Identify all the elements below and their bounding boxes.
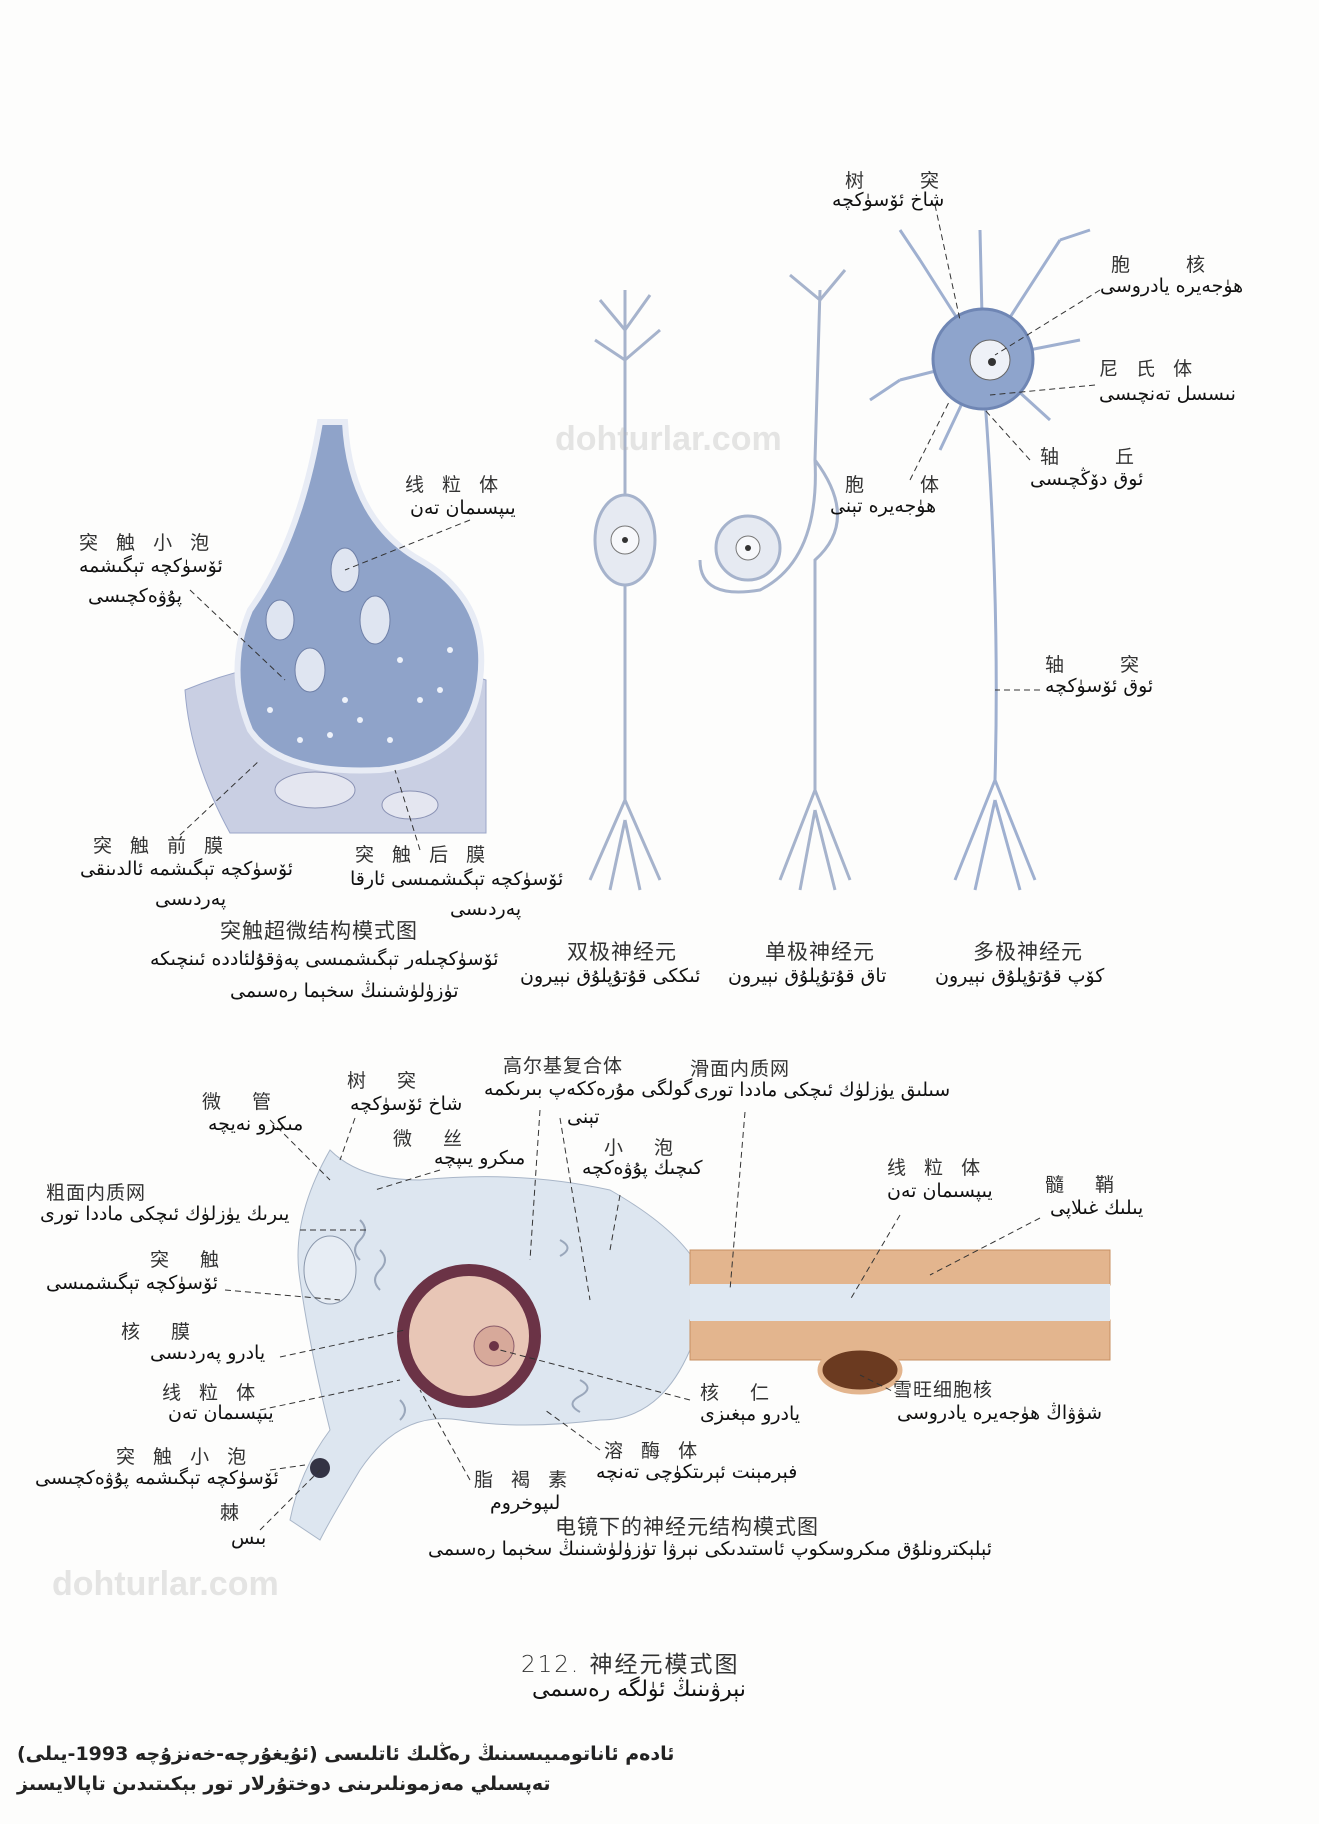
label-nissl-zh: 尼 氏 体 (1099, 358, 1199, 380)
label-myelin-ug: يىلىك غىلاپى (1050, 1197, 1144, 1219)
multipolar-caption-ug: كۆپ قۇتۇپلۇق نېيرون (935, 965, 1105, 987)
label-em-synapse-zh: 突 触 (150, 1249, 226, 1271)
multipolar-neuron (869, 228, 1091, 891)
label-dendrite-zh: 树 突 (845, 170, 946, 192)
bipolar-neuron (588, 290, 662, 891)
label-mitochondrion-zh: 线 粒 体 (405, 474, 505, 496)
figure-title-ug: نېرۋىنىڭ ئۈلگە رەسىمى (532, 1677, 746, 1702)
label-soma-zh: 胞 体 (845, 474, 946, 496)
synapse-diagram (179, 419, 487, 851)
watermark: dohturlar.com (555, 420, 782, 458)
label-microtubule-ug: مىكرو نەيچە (208, 1113, 304, 1135)
bipolar-caption-ug: ئىككى قۇتۇپلۇق نېيرون (520, 965, 701, 987)
label-postsynaptic-ug: پەردىسى (450, 898, 522, 920)
label-rough-er-ug: يىرىك يۈزلۈك ئىچكى ماددا تورى (40, 1203, 290, 1225)
synapse-caption-ug: تۈزۈلۈشىنىڭ سخېما رەسىمى (230, 980, 459, 1002)
label-small-vesicle-ug: كىچىك پۇۋەكچە (582, 1157, 703, 1179)
em-caption-ug: ئېلېكترونلۇق مىكروسكوپ ئاستىدىكى نېرۋا ت… (428, 1538, 992, 1560)
label-rough-er-zh: 粗面内质网 (46, 1182, 147, 1204)
label-em-dendrite-zh: 树 突 (347, 1070, 423, 1092)
label-axon-mito-zh: 线 粒 体 (887, 1157, 987, 1179)
unipolar-caption-zh: 单极神经元 (765, 940, 875, 964)
label-golgi-ug: گولگى مۇرەككەپ بىرىكمە (484, 1078, 693, 1100)
footer-note: تەپسىلي مەزمونلىرىنى دوختۇرلار تور بېكىت… (17, 1773, 551, 1795)
label-lipofuscin-zh: 脂 褐 素 (474, 1469, 574, 1491)
label-em-mitochondrion-zh: 线 粒 体 (162, 1382, 262, 1404)
bipolar-caption-zh: 双极神经元 (567, 940, 677, 964)
label-dendrite-ug: شاخ ئۆسۈكچە (832, 189, 945, 211)
label-nuclear-membrane-ug: يادرو پەردىسى (150, 1342, 266, 1364)
label-lysosome-zh: 溶 酶 体 (604, 1440, 704, 1462)
label-mitochondrion-ug: يىپسىمان تەن (410, 497, 516, 519)
label-synaptic-vesicle-ug: ئۆسۈكچە تېگىشمە پۇۋەكچىسى (35, 1467, 279, 1489)
unipolar-neuron (698, 269, 852, 891)
label-vesicle-zh: 突 触 小 泡 (79, 532, 216, 554)
label-microtubule-zh: 微 管 (202, 1091, 278, 1113)
watermark: dohturlar.com (52, 1565, 279, 1603)
label-nucleolus-zh: 核 仁 (700, 1382, 776, 1404)
label-nissl-ug: نىسسل تەنچىسى (1099, 383, 1236, 405)
label-golgi-ug: تېنى (567, 1106, 600, 1128)
footer-source: ئادەم ئاناتومىيىسىنىڭ رەڭلىك ئاتلىسى (ئۇ… (17, 1743, 675, 1765)
label-postsynaptic-zh: 突 触 后 膜 (355, 844, 492, 866)
label-soma-ug: ھۈجەيرە تېنى (830, 495, 937, 517)
label-synaptic-vesicle-zh: 突 触 小 泡 (116, 1446, 253, 1468)
label-lipofuscin-ug: لىپوخروم (490, 1492, 561, 1514)
figure-title-zh: 212. 神经元模式图 (521, 1652, 740, 1678)
em-neuron-diagram (224, 1109, 1111, 1541)
label-em-synapse-ug: ئۆسۈكچە تېگىشمىسى (46, 1272, 219, 1294)
label-presynaptic-ug: پەردىسى (155, 888, 227, 910)
label-smooth-er-ug: سىلىق يۈزلۈك ئىچكى ماددا تورى (694, 1079, 951, 1101)
label-nucleolus-ug: يادرو مېغىزى (700, 1403, 801, 1425)
multipolar-caption-zh: 多极神经元 (973, 940, 1083, 964)
label-myelin-zh: 髓 鞘 (1045, 1174, 1121, 1196)
label-schwann-ug: شۋۋاڭ ھۈجەيرە يادروسى (897, 1402, 1103, 1424)
label-nucleus-ug: ھۈجەيرە يادروسى (1100, 275, 1244, 297)
label-axon-mito-ug: يىپسىمان تەن (887, 1180, 993, 1202)
label-axon-hillock-ug: ئوق دۆڭچىسى (1030, 468, 1144, 490)
label-small-vesicle-zh: 小 泡 (604, 1137, 680, 1159)
em-caption-zh: 电镜下的神经元结构模式图 (555, 1515, 819, 1539)
label-schwann-zh: 雪旺细胞核 (893, 1379, 994, 1401)
label-nuclear-membrane-zh: 核 膜 (121, 1321, 197, 1343)
label-spine-ug: بىس (231, 1527, 267, 1549)
label-vesicle-ug: پۇۋەكچىسى (88, 585, 183, 607)
label-axon-ug: ئوق ئۆسۈكچە (1045, 675, 1154, 697)
label-em-mitochondrion-ug: يىپسىمان تەن (168, 1402, 274, 1424)
label-lysosome-ug: فېرمېنت ئېرىتكۈچى تەنچە (596, 1461, 798, 1483)
synapse-caption-ug: ئۆسۈكچىلەر تېگىشمىسى پەۋقۇلئاددە ئىنچىكە (150, 948, 499, 970)
unipolar-caption-ug: تاق قۇتۇپلۇق نېيرون (728, 965, 887, 987)
label-presynaptic-ug: ئۆسۈكچە تېگىشمە ئالدىنقى (80, 858, 294, 880)
label-microfilament-ug: مىكرو يىپچە (434, 1147, 526, 1169)
label-vesicle-ug: ئۆسۈكچە تېگىشمە (79, 555, 223, 577)
label-smooth-er-zh: 滑面内质网 (690, 1058, 791, 1080)
label-microfilament-zh: 微 丝 (393, 1128, 469, 1150)
synapse-caption-zh: 突触超微结构模式图 (220, 919, 418, 943)
label-axon-hillock-zh: 轴 丘 (1040, 446, 1141, 468)
label-nucleus-zh: 胞 核 (1111, 254, 1212, 276)
label-em-dendrite-ug: شاخ ئۆسۈكچە (350, 1093, 463, 1115)
label-axon-zh: 轴 突 (1045, 654, 1146, 676)
label-spine-zh: 棘 (220, 1502, 246, 1524)
label-postsynaptic-ug: ئۆسۈكچە تېگىشمىسى ئارقا (350, 868, 564, 890)
label-presynaptic-zh: 突 触 前 膜 (93, 835, 230, 857)
label-golgi-zh: 高尔基复合体 (503, 1055, 624, 1077)
